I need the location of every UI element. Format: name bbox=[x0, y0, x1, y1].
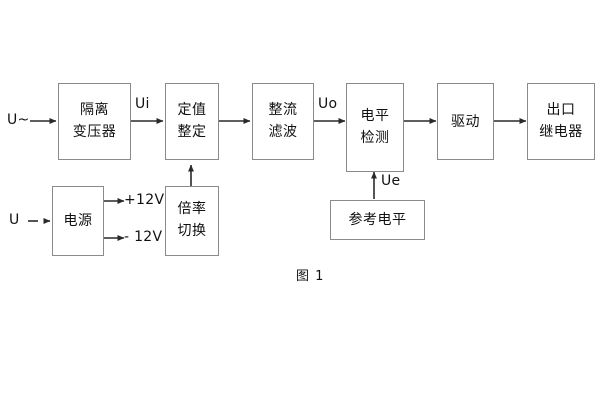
block-drive: 驱动 bbox=[437, 83, 494, 160]
block-line-2: 继电器 bbox=[539, 123, 583, 140]
block-line-1: 隔离 bbox=[80, 101, 109, 118]
block-line-2: 切换 bbox=[177, 223, 207, 239]
block-line-2: 滤波 bbox=[268, 123, 298, 140]
figure-caption: 图 1 bbox=[296, 269, 325, 284]
block-rectify-filter: 整流 滤波 bbox=[252, 83, 314, 160]
block-line-1: 电平 bbox=[360, 107, 390, 124]
block-line-1: 驱动 bbox=[451, 113, 480, 130]
label-rail-positive: +12V bbox=[124, 192, 165, 208]
label-input-dc: U bbox=[9, 212, 20, 228]
block-reference-level: 参考电平 bbox=[330, 200, 425, 240]
label-rail-negative: - 12V bbox=[124, 229, 163, 245]
label-uo: Uo bbox=[318, 96, 338, 112]
block-line-2: 变压器 bbox=[72, 123, 117, 140]
label-input-ac: U~ bbox=[7, 112, 30, 128]
block-multiplier-switch: 倍率 切换 bbox=[165, 186, 219, 256]
block-output-relay: 出口 继电器 bbox=[527, 83, 595, 160]
block-line-2: 检测 bbox=[360, 129, 390, 146]
block-line-1: 参考电平 bbox=[348, 212, 407, 228]
block-level-detect: 电平 检测 bbox=[346, 83, 404, 172]
label-ue: Ue bbox=[381, 173, 401, 189]
block-line-1: 倍率 bbox=[177, 201, 207, 218]
block-setpoint: 定值 整定 bbox=[165, 83, 219, 160]
block-line-1: 出口 bbox=[546, 101, 576, 118]
label-ui: Ui bbox=[135, 96, 150, 112]
block-line-1: 电源 bbox=[63, 213, 93, 229]
block-power-supply: 电源 bbox=[52, 186, 104, 256]
block-isolation-transformer: 隔离 变压器 bbox=[58, 83, 131, 160]
block-line-1: 整流 bbox=[268, 101, 298, 118]
block-line-1: 定值 bbox=[177, 101, 207, 118]
block-line-2: 整定 bbox=[177, 123, 207, 140]
